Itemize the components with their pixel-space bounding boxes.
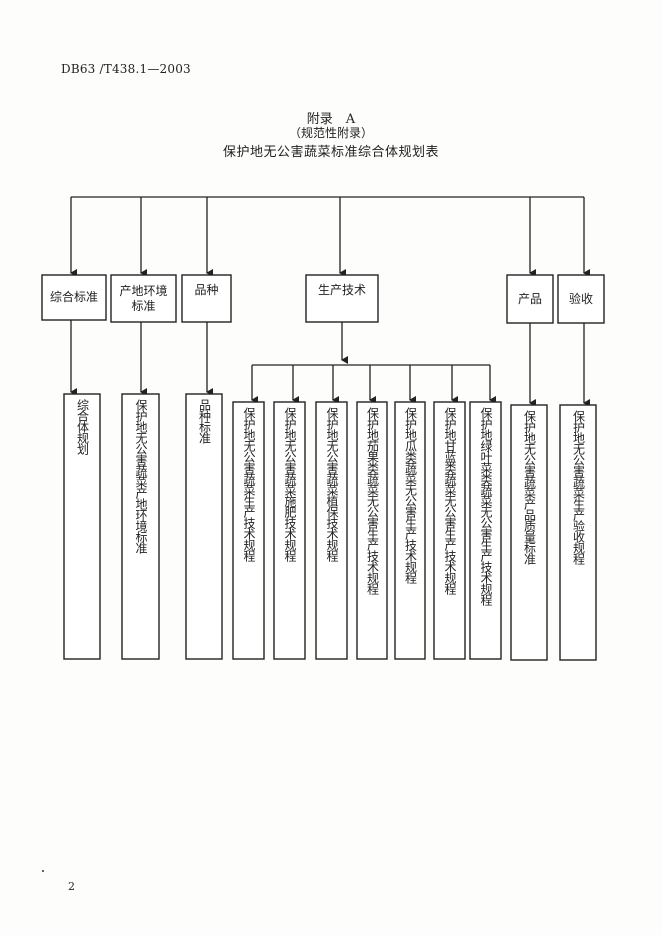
- table-title: 保护地无公害蔬菜标准综合体规划表: [222, 145, 439, 160]
- box-l2-5: [273, 401, 306, 660]
- box-产地环境标准: [110, 274, 177, 323]
- level2-label: 保护地无公害蔬菜生产技术规程: [242, 407, 256, 561]
- level2-综合体规划: 综合体规划: [64, 394, 100, 659]
- level2-生产技术规程: 保护地无公害蔬菜生产技术规程: [233, 402, 264, 659]
- box-品种: [181, 274, 232, 323]
- level2-茄果类: 保护地茄果类蔬菜无公害生产技术规程: [357, 402, 387, 659]
- level1-综合标准: 综合标准: [49, 290, 98, 304]
- level2-品种标准: 品种标准: [186, 394, 222, 659]
- level2-label: 保护地茄果类蔬菜无公害生产技术规程: [365, 407, 380, 594]
- level2-瓜类: 保护地瓜类蔬菜无公害生产技术规程: [395, 402, 425, 659]
- level2-label: 保护地无公害蔬菜植保技术规程: [325, 407, 339, 561]
- level2-label: 保护地甘蓝类蔬菜无公害生产技术规程: [443, 407, 457, 594]
- level2-label: 保护地无公害蔬菜产品质量标准: [522, 410, 537, 564]
- box-l2-1: [63, 393, 101, 660]
- level2-施肥技术规程: 保护地无公害蔬菜施肥技术规程: [274, 402, 305, 659]
- box-生产技术: [305, 274, 379, 323]
- box-l2-6: [315, 401, 348, 660]
- level1-产品: 产品: [517, 291, 542, 306]
- level1-验收: 验收: [568, 291, 593, 306]
- standard-code: DB63 /T438.1—2003: [61, 62, 191, 76]
- level1-产地环境标准: 产地环境标准: [119, 283, 168, 313]
- box-l2-8: [394, 401, 426, 660]
- level2-label: 保护地无公害蔬菜产地环境标准: [134, 399, 148, 553]
- level2-label: 保护地瓜类蔬菜无公害生产技术规程: [403, 407, 418, 583]
- level2-产地环境标准: 保护地无公害蔬菜产地环境标准: [122, 394, 159, 659]
- box-验收: [557, 274, 605, 324]
- box-l2-10: [469, 401, 502, 660]
- box-产品: [506, 274, 554, 324]
- level1-品种: 品种: [194, 282, 219, 297]
- box-l2-7: [356, 401, 388, 660]
- level2-label: 综合体规划: [75, 399, 90, 454]
- box-综合标准: [41, 274, 107, 321]
- box-l2-12: [559, 404, 597, 661]
- box-l2-4: [232, 401, 265, 660]
- box-l2-11: [510, 404, 548, 661]
- level2-产品质量标准: 保护地无公害蔬菜产品质量标准: [511, 405, 547, 660]
- scan-dot: [42, 870, 44, 872]
- normative-label: （规范性附录）: [288, 126, 373, 140]
- level2-label: 保护地无公害蔬菜施肥技术规程: [283, 407, 297, 561]
- level2-label: 保护地无公害蔬菜生产验收规程: [571, 410, 586, 564]
- level2-绿叶菜类: 保护地绿叶菜类蔬菜无公害生产技术规程: [470, 402, 501, 659]
- page-number: 2: [68, 880, 75, 893]
- level2-label: 保护地绿叶菜类蔬菜无公害生产技术规程: [479, 407, 493, 605]
- box-l2-3: [185, 393, 223, 660]
- level2-验收规程: 保护地无公害蔬菜生产验收规程: [560, 405, 596, 660]
- level2-甘蓝类: 保护地甘蓝类蔬菜无公害生产技术规程: [434, 402, 465, 659]
- appendix-label: 附录 A: [306, 112, 356, 127]
- level1-生产技术: 生产技术: [317, 282, 366, 297]
- level2-植保技术规程: 保护地无公害蔬菜植保技术规程: [316, 402, 347, 659]
- box-l2-2: [121, 393, 160, 660]
- box-l2-9: [433, 401, 466, 660]
- level2-label: 品种标准: [197, 399, 212, 443]
